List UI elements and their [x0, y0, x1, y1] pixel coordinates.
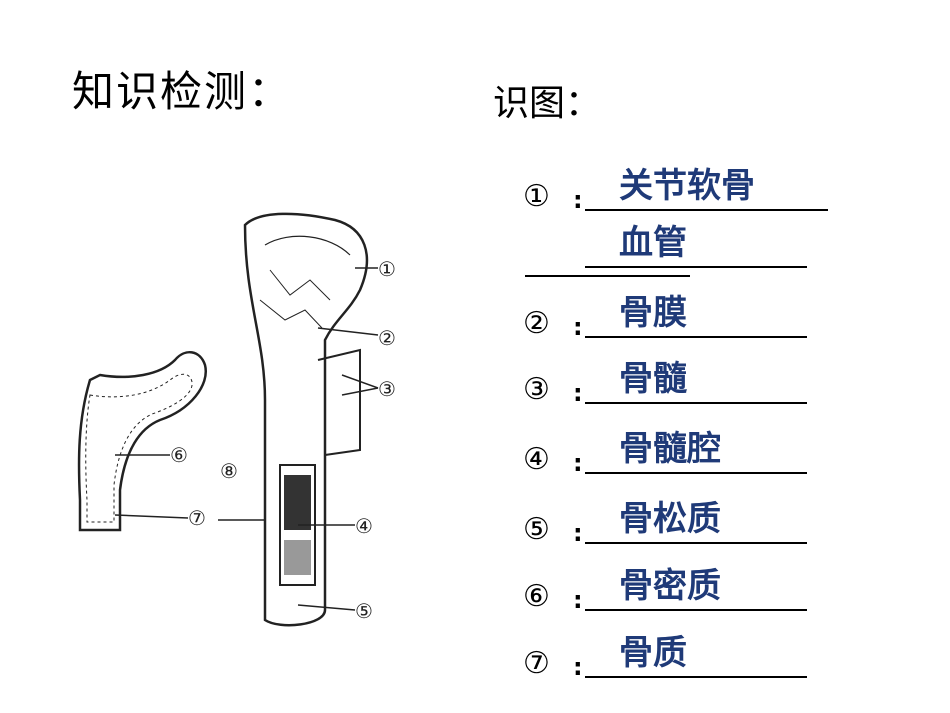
- item-number: ⑥: [523, 579, 550, 614]
- item-number: ②: [523, 306, 550, 341]
- answer-row-4: ③ : 骨髓: [523, 348, 823, 408]
- answer-blank: [585, 336, 807, 338]
- answer-row-1: ① : 关节软骨: [523, 155, 823, 215]
- item-colon: :: [573, 186, 583, 214]
- answer-blank: [585, 542, 807, 544]
- page-title: 知识检测：: [72, 67, 293, 116]
- section-subtitle: 识图：: [493, 83, 602, 124]
- answer-text: 骨密质: [619, 566, 721, 606]
- answer-blank: [585, 402, 807, 404]
- answer-text: 骨髓腔: [619, 429, 721, 469]
- answer-blank-extra: [525, 275, 690, 277]
- item-colon: :: [573, 313, 583, 341]
- bone-diagram: ① ② ③ ④ ⑤ ⑥ ⑦ ⑧: [77, 212, 396, 627]
- item-number: ④: [523, 442, 550, 477]
- answer-blank: [585, 676, 807, 678]
- answer-text: 骨髓: [619, 359, 687, 399]
- answer-blank: [585, 472, 807, 474]
- figure-marker-8: ⑧: [220, 459, 238, 483]
- item-number: ⑦: [523, 646, 550, 681]
- figure-marker-1: ①: [378, 257, 396, 281]
- answer-row-7: ⑥ : 骨密质: [523, 555, 823, 615]
- item-number: ③: [523, 372, 550, 407]
- item-colon: :: [573, 379, 583, 407]
- figure-marker-4: ④: [355, 514, 373, 538]
- answer-row-5: ④ : 骨髓腔: [523, 418, 823, 478]
- item-colon: :: [573, 519, 583, 547]
- item-number: ①: [523, 179, 550, 214]
- item-number: ⑤: [523, 512, 550, 547]
- answer-blank: [585, 609, 807, 611]
- answer-text: 骨松质: [619, 499, 721, 539]
- item-colon: :: [573, 449, 583, 477]
- answer-text: 骨质: [619, 633, 687, 673]
- answer-text: 骨膜: [619, 293, 687, 333]
- answer-row-6: ⑤ : 骨松质: [523, 488, 823, 548]
- figure-marker-7: ⑦: [188, 506, 206, 530]
- figure-marker-3: ③: [378, 377, 396, 401]
- item-colon: :: [573, 653, 583, 681]
- item-colon: :: [573, 586, 583, 614]
- answer-row-3: ② : 骨膜: [523, 282, 823, 342]
- answer-text: 关节软骨: [619, 166, 755, 206]
- figure-marker-5: ⑤: [355, 599, 373, 623]
- answer-text: 血管: [619, 223, 687, 263]
- answer-blank: [585, 266, 807, 268]
- answer-row-8: ⑦ : 骨质: [523, 622, 823, 682]
- figure-marker-2: ②: [378, 326, 396, 350]
- bone-section-outline: [77, 351, 208, 532]
- figure-marker-6: ⑥: [170, 443, 188, 467]
- answer-row-2: 血管: [523, 212, 823, 272]
- answer-blank-extra: [606, 209, 828, 211]
